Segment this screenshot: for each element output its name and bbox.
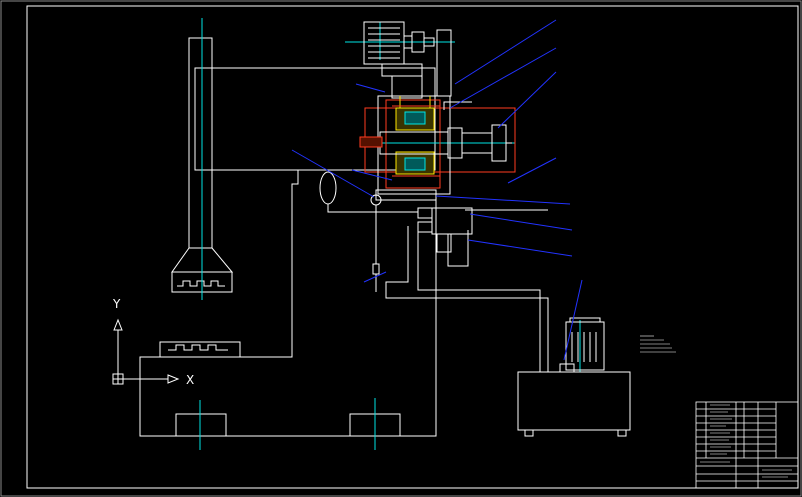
leader-lines bbox=[291, 19, 583, 361]
spindle-head-section bbox=[359, 95, 516, 201]
title-block-marks bbox=[700, 404, 792, 478]
centerlines bbox=[199, 18, 581, 450]
coordinate-axis-indicator bbox=[112, 318, 180, 385]
hydraulic-power-unit bbox=[517, 317, 631, 437]
axis-y-label: Y bbox=[112, 297, 121, 311]
hydraulic-circuit bbox=[319, 101, 549, 372]
axis-x-label: X bbox=[186, 373, 194, 387]
spindle-motor bbox=[363, 21, 452, 99]
technical-notes bbox=[640, 335, 676, 353]
machine-frame bbox=[139, 37, 437, 437]
title-block bbox=[695, 401, 799, 489]
